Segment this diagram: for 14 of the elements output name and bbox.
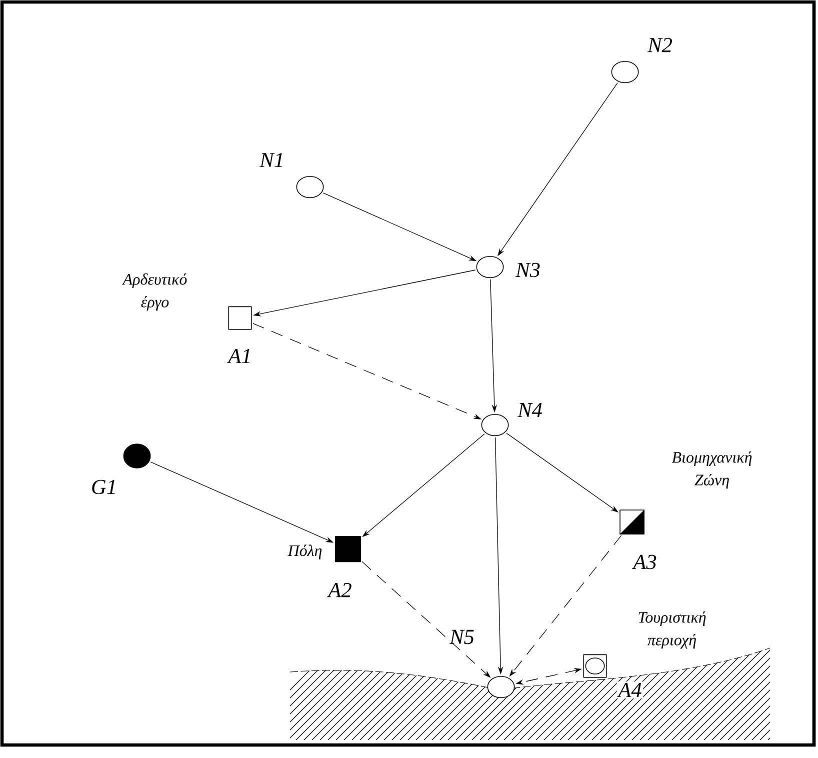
node-label: A1 — [226, 348, 254, 364]
node-label: N5 — [448, 628, 476, 646]
area-caption: Τουριστική περιοχή — [638, 611, 706, 649]
node-label: G1 — [90, 478, 118, 496]
node-label: N3 — [514, 262, 542, 278]
node-label: N2 — [646, 36, 674, 54]
area-caption: Αρδευτικό έργο — [122, 273, 187, 311]
node-label: N4 — [516, 402, 544, 418]
node-label: A3 — [632, 554, 658, 570]
area-caption: Βιομηχανική Ζώνη — [672, 451, 752, 489]
node-label: A2 — [326, 582, 354, 598]
node-label: N1 — [258, 152, 286, 168]
area-caption: Πόλη — [288, 544, 322, 560]
node-label: A4 — [616, 682, 644, 698]
